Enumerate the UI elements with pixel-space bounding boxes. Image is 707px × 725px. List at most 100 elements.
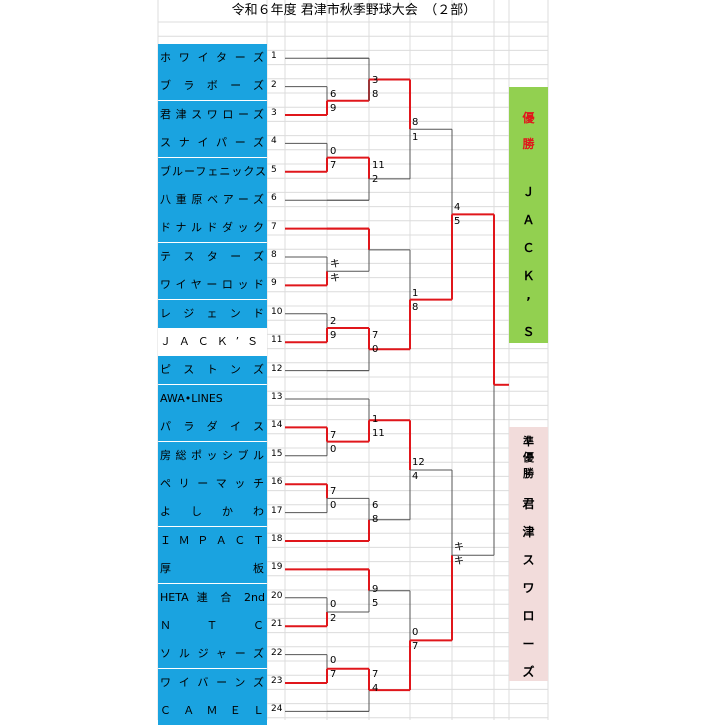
score-label: 4 [412, 471, 419, 482]
runner-up-name-char: ロ [522, 609, 535, 623]
seed-number: 10 [271, 306, 283, 317]
score-label: 5 [372, 598, 379, 609]
team-name: ブラボーズ [158, 72, 267, 101]
score-label: 3 [372, 75, 379, 86]
score-label: 11 [372, 160, 385, 171]
seed-number: 13 [271, 392, 283, 402]
score-label: 0 [330, 444, 337, 455]
score-label: 7 [330, 160, 337, 171]
seed-number: 18 [271, 534, 283, 544]
team-name: ブルーフェニックス [158, 157, 267, 186]
seed-number: 5 [271, 164, 277, 175]
score-label: 6 [372, 500, 379, 511]
score-label: 8 [372, 89, 379, 100]
seed-number: 1 [271, 51, 277, 62]
champion-name-char: Ｊ [522, 185, 535, 199]
team-name: パラダイス [158, 413, 267, 442]
runner-up-label-char: 準 [523, 435, 534, 448]
score-label: 5 [454, 216, 461, 227]
team-name: よしかわ [158, 498, 267, 527]
score-label: 7 [372, 330, 379, 341]
score-label: 9 [330, 103, 337, 114]
score-label: 6 [330, 89, 337, 100]
seed-number: 21 [271, 619, 283, 630]
champion-name-char: Ａ [522, 213, 535, 227]
seed-number: 24 [271, 704, 283, 715]
score-label: キ [454, 542, 464, 553]
runner-up-name-char: ス [522, 553, 535, 567]
score-label: 9 [372, 584, 379, 595]
seed-number: 3 [271, 108, 277, 118]
team-name: ワイバーンズ [158, 668, 267, 697]
champion-name-char: Ｋ [522, 269, 535, 283]
seed-number: 4 [271, 136, 277, 147]
runner-up-name-char: ー [522, 637, 535, 651]
champion-name-char: Ｓ [522, 325, 535, 339]
seed-number: 11 [271, 335, 283, 346]
team-name: ホワイターズ [158, 44, 267, 72]
score-label: 7 [330, 486, 337, 497]
score-label: 7 [372, 669, 379, 680]
runner-up-label-char: 優 [523, 451, 534, 464]
score-label: 2 [330, 613, 337, 624]
runner-up-name-char: ワ [522, 581, 535, 595]
score-label: キ [454, 556, 464, 567]
runner-up-label-char: 勝 [523, 467, 534, 480]
score-label: 1 [412, 132, 419, 143]
score-label: 0 [330, 655, 337, 666]
team-name: HETA 連 合 2nd [158, 583, 267, 612]
seed-number: 19 [271, 562, 283, 573]
seed-number: 8 [271, 250, 277, 260]
team-name: スナイパーズ [158, 129, 267, 158]
runner-up-box: 準優勝 君津スワローズ [509, 427, 548, 681]
seed-number: 14 [271, 420, 283, 431]
team-name: ドナルドダック [158, 214, 267, 243]
score-label: 0 [330, 599, 337, 610]
team-name: ペリーマッチ [158, 470, 267, 498]
seed-number: 12 [271, 363, 283, 374]
score-label: キ [330, 259, 340, 270]
score-label: 9 [330, 330, 337, 341]
champion-label-1: 優 [522, 111, 535, 125]
team-name: ＪＡＣＫ’Ｓ [158, 328, 267, 356]
seed-number: 7 [271, 221, 277, 232]
score-label: 4 [372, 683, 379, 694]
score-label: 7 [330, 669, 337, 680]
champion-name-char: ’ [526, 295, 531, 309]
score-label: 0 [372, 344, 379, 355]
champion-label-2: 勝 [522, 137, 535, 151]
team-name: 房総ポッシブル [158, 441, 267, 470]
score-label: 0 [330, 500, 337, 511]
team-name: ピストンズ [158, 356, 267, 385]
score-label: 0 [330, 146, 337, 157]
score-label: 1 [372, 414, 379, 425]
score-label: 2 [372, 174, 379, 185]
score-label: 7 [412, 641, 419, 652]
runner-up-name-char: 君 [522, 497, 535, 511]
team-name: ＩＭＰＡＣＴ [158, 526, 267, 555]
team-name: AWA•LINES [158, 384, 267, 413]
seed-number: 15 [271, 448, 283, 459]
seed-number: 17 [271, 505, 283, 516]
seed-number: 2 [271, 79, 277, 90]
champion-name-char: Ｃ [522, 241, 535, 255]
score-label: 11 [372, 428, 385, 439]
seed-number: 23 [271, 676, 283, 686]
team-name: テスターズ [158, 242, 267, 271]
score-label: 7 [330, 430, 337, 441]
score-label: キ [330, 273, 340, 284]
team-name: レジェンド [158, 299, 267, 328]
team-name: ソルジャーズ [158, 640, 267, 669]
team-name: 八重原ベアーズ [158, 186, 267, 214]
score-label: 1 [412, 288, 419, 299]
team-name: Ｎ Ｔ Ｃ [158, 612, 267, 640]
seed-number: 16 [271, 477, 283, 488]
runner-up-name-char: ズ [522, 665, 535, 679]
seed-number: 6 [271, 193, 277, 204]
seed-number: 20 [271, 590, 283, 601]
runner-up-name-char: 津 [522, 525, 535, 539]
score-label: 8 [412, 117, 419, 128]
